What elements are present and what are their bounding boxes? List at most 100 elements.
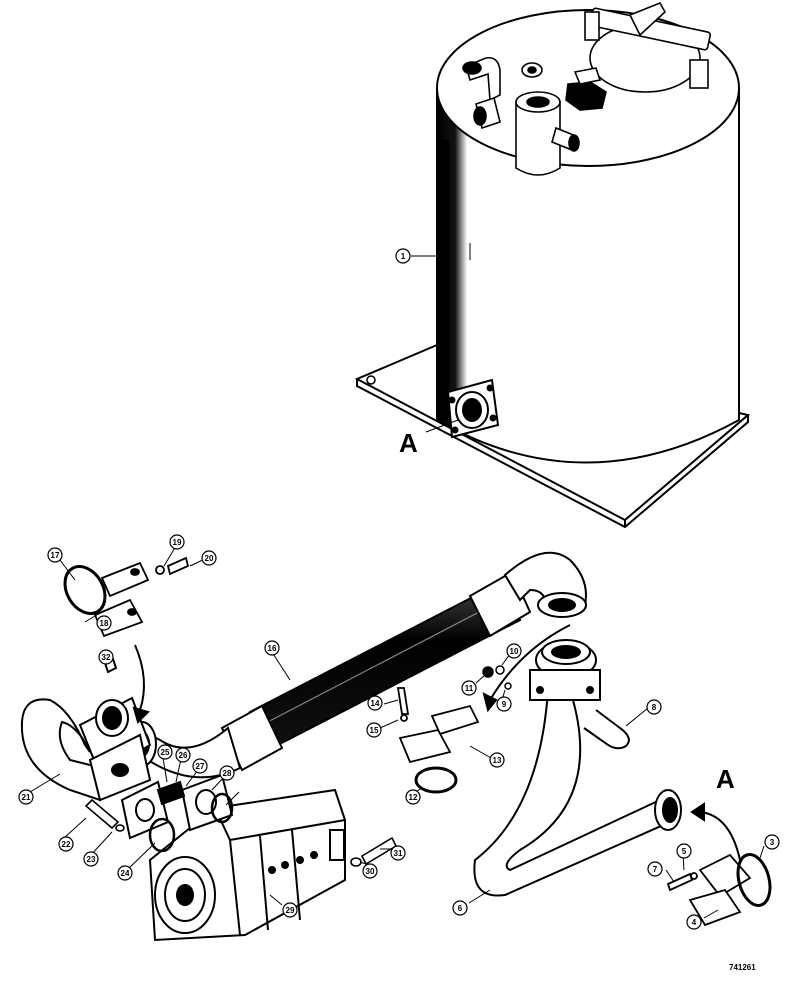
tank-cylinder	[436, 87, 740, 464]
callout-20: 20	[201, 550, 217, 566]
callout-circle	[362, 863, 378, 879]
callout-number: 24	[121, 869, 130, 878]
callout-number: 16	[268, 644, 277, 653]
callout-number: 3	[770, 838, 775, 847]
upper-flange-parts	[63, 556, 190, 638]
callout-circle	[47, 547, 63, 563]
callout-number: 4	[692, 918, 697, 927]
callout-24: 24	[117, 865, 133, 881]
callout-circle	[489, 752, 505, 768]
callout-circle	[676, 843, 692, 859]
callout-circle	[96, 615, 112, 631]
callout-number: 21	[22, 793, 31, 802]
callout-circle	[157, 744, 173, 760]
callout-number: 19	[173, 538, 182, 547]
callout-circle	[452, 900, 468, 916]
suction-tube	[473, 639, 682, 897]
callout-14: 14	[367, 695, 383, 711]
callout-circle	[175, 747, 191, 763]
callout-number: 22	[62, 840, 71, 849]
callout-circle	[405, 789, 421, 805]
callout-3: 3	[764, 834, 780, 850]
callout-22: 22	[58, 836, 74, 852]
callout-circle	[58, 836, 74, 852]
callout-circle	[764, 834, 780, 850]
callout-9: 9	[496, 696, 512, 712]
callout-number: 18	[100, 619, 109, 628]
tank-outlet-flange	[446, 378, 500, 439]
callout-number: 27	[196, 762, 205, 771]
callout-circle	[282, 902, 298, 918]
elbow-tube	[20, 654, 152, 802]
callout-5: 5	[676, 843, 692, 859]
hydraulic-pump	[120, 773, 346, 942]
flange-halves-4	[666, 853, 772, 927]
callout-circle	[219, 765, 235, 781]
callout-13: 13	[489, 752, 505, 768]
connection-letter-tank: A	[399, 428, 418, 458]
callout-15: 15	[366, 722, 382, 738]
callout-circle	[506, 643, 522, 659]
callout-number: 11	[465, 684, 474, 693]
callout-number: 28	[223, 769, 232, 778]
callout-number: 15	[370, 726, 379, 735]
callout-circle	[390, 845, 406, 861]
callout-circle	[264, 640, 280, 656]
callout-number: 30	[366, 867, 375, 876]
callout-number: 14	[371, 699, 380, 708]
callout-number: 6	[458, 904, 463, 913]
callout-number: 9	[502, 700, 507, 709]
callout-circle	[647, 861, 663, 877]
callout-number: 8	[652, 703, 657, 712]
callout-21: 21	[18, 789, 34, 805]
figure-reference-number: 741261	[729, 963, 756, 972]
callout-7: 7	[647, 861, 663, 877]
callout-25: 25	[157, 744, 173, 760]
callout-6: 6	[452, 900, 468, 916]
callout-number: 1	[401, 252, 406, 261]
callout-number: 5	[682, 847, 687, 856]
hose-assembly	[127, 551, 587, 779]
callout-number: 12	[409, 793, 418, 802]
callout-circle	[395, 248, 411, 264]
callout-27: 27	[192, 758, 208, 774]
callout-11: 11	[461, 680, 477, 696]
callout-circle	[201, 550, 217, 566]
callout-number: 17	[51, 551, 60, 560]
callout-number: 20	[205, 554, 214, 563]
callout-circle	[117, 865, 133, 881]
o-ring-17	[63, 565, 107, 615]
callout-number: 7	[653, 865, 658, 874]
callout-30: 30	[362, 863, 378, 879]
callout-number: 26	[179, 751, 188, 760]
callout-number: 25	[161, 748, 170, 757]
callout-32: 32	[98, 649, 114, 665]
callout-8: 8	[646, 699, 662, 715]
connection-letter-tube: A	[716, 764, 735, 794]
callout-28: 28	[219, 765, 235, 781]
callout-29: 29	[282, 902, 298, 918]
callout-number: 31	[394, 849, 403, 858]
callout-12: 12	[405, 789, 421, 805]
callout-circle	[461, 680, 477, 696]
callout-23: 23	[83, 851, 99, 867]
callout-circle	[366, 722, 382, 738]
bolt-30	[350, 836, 398, 867]
callout-number: 13	[493, 756, 502, 765]
callout-number: 29	[286, 906, 295, 915]
tank-top-fittings	[462, 1, 712, 176]
assembly-arrows	[132, 624, 741, 861]
callout-16: 16	[264, 640, 280, 656]
callout-18: 18	[96, 615, 112, 631]
callout-17: 17	[47, 547, 63, 563]
callout-circle	[83, 851, 99, 867]
callout-layer: 1345678910111213141516171819202122232425…	[18, 248, 780, 930]
flange-halves-13	[396, 687, 480, 794]
callout-4: 4	[686, 914, 702, 930]
callout-circle	[98, 649, 114, 665]
callout-26: 26	[175, 747, 191, 763]
hydraulic-tank	[354, 1, 751, 529]
callout-19: 19	[169, 534, 185, 550]
callout-10: 10	[506, 643, 522, 659]
